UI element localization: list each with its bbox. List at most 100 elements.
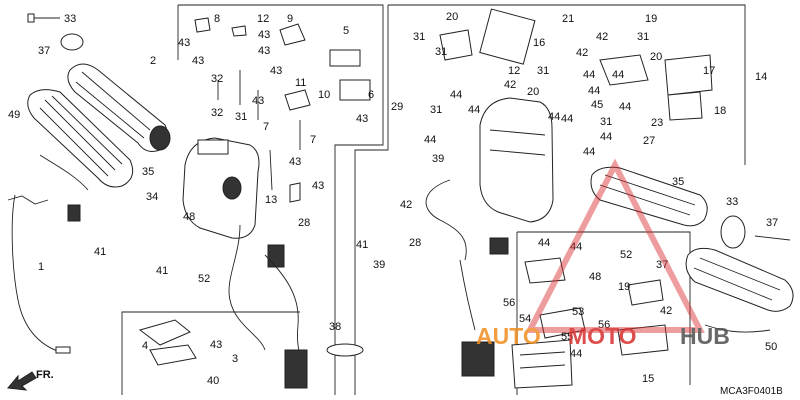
callout-47j: 44 xyxy=(561,113,573,125)
callout-48b: 48 xyxy=(589,271,601,283)
callout-26: 21 xyxy=(562,13,574,25)
callout-42: 39 xyxy=(373,259,385,271)
callout-28: 27 xyxy=(643,135,655,147)
callout-37: 37 xyxy=(38,45,50,57)
callout-49: 49 xyxy=(8,109,20,121)
callout-50: 50 xyxy=(765,341,777,353)
callout-47n: 44 xyxy=(570,348,582,360)
callout-44b: 42 xyxy=(504,79,516,91)
callout-39: 37 xyxy=(656,259,668,271)
callout-47c: 44 xyxy=(588,85,600,97)
callout-31: 32 xyxy=(211,107,223,119)
callout-32d: 31 xyxy=(435,46,447,58)
callout-labels: 37 33 49 35 34 1 2 8 12 9 5 6 10 11 43 4… xyxy=(8,11,778,387)
callout-32e: 31 xyxy=(537,65,549,77)
direction-label: FR. xyxy=(36,369,54,381)
watermark-part-2: MOTO xyxy=(568,323,637,349)
callout-56: 56 xyxy=(598,319,610,331)
callout-41b: 41 xyxy=(156,265,168,277)
callout-34: 34 xyxy=(146,191,158,203)
callout-37b: 37 xyxy=(766,217,778,229)
callout-48: 48 xyxy=(183,211,195,223)
callout-29: 29 xyxy=(391,101,403,113)
callout-2: 2 xyxy=(150,55,156,67)
callout-45i: 43 xyxy=(252,95,264,107)
callout-4: 4 xyxy=(142,340,148,352)
callout-10: 10 xyxy=(318,89,330,101)
callout-44: 42 xyxy=(596,31,608,43)
callout-32: 31 xyxy=(235,111,247,123)
callout-7b: 7 xyxy=(310,134,316,146)
callout-12b: 12 xyxy=(508,65,520,77)
callout-8: 8 xyxy=(214,13,220,25)
diagram-code: MCA3F0401B xyxy=(720,386,783,397)
callout-45h: 43 xyxy=(312,180,324,192)
callout-47b: 44 xyxy=(612,69,624,81)
callout-47f: 44 xyxy=(583,146,595,158)
callout-32b: 31 xyxy=(637,31,649,43)
callout-40: 40 xyxy=(207,375,219,387)
watermark: AUTO MOTO HUB xyxy=(476,158,730,349)
callout-32g: 31 xyxy=(430,104,442,116)
callout-18: 18 xyxy=(714,105,726,117)
callout-33: 33 xyxy=(64,13,76,25)
watermark-part-3: HUB xyxy=(680,323,730,349)
right-grip-assembly xyxy=(590,166,794,333)
callout-44e: 42 xyxy=(660,305,672,317)
right-switch-subassembly xyxy=(511,257,669,389)
callout-11: 11 xyxy=(295,77,306,89)
callout-13: 13 xyxy=(265,194,277,206)
callout-47k: 44 xyxy=(424,134,436,146)
callout-17: 17 xyxy=(703,65,715,77)
callout-27b: 28 xyxy=(409,237,421,249)
callout-12: 12 xyxy=(257,13,269,25)
section-frames xyxy=(121,4,746,395)
callout-16: 16 xyxy=(533,37,545,49)
callout-5: 5 xyxy=(343,25,349,37)
callout-41c: 41 xyxy=(356,239,368,251)
callout-47g: 44 xyxy=(450,89,462,101)
callout-19: 19 xyxy=(618,281,630,293)
callout-44c: 42 xyxy=(576,47,588,59)
callout-43: 39 xyxy=(432,153,444,165)
callout-1: 1 xyxy=(38,261,44,273)
callout-15: 15 xyxy=(642,373,654,385)
callout-45c: 43 xyxy=(258,29,270,41)
watermark-logo-icon xyxy=(525,158,705,333)
callout-20: 20 xyxy=(527,86,539,98)
callout-47d: 44 xyxy=(619,101,631,113)
callout-33b: 33 xyxy=(726,196,738,208)
callout-45d: 43 xyxy=(258,45,270,57)
callout-9: 9 xyxy=(287,13,293,25)
callout-35: 35 xyxy=(142,166,154,178)
callout-44d: 42 xyxy=(400,199,412,211)
watermark-part-1: AUTO xyxy=(476,323,541,349)
left-switch-housing xyxy=(138,137,364,389)
callout-36: 35 xyxy=(672,176,684,188)
callout-45j: 43 xyxy=(210,339,222,351)
arrow-icon xyxy=(7,371,37,391)
callout-14: 14 xyxy=(755,71,767,83)
callout-32f: 31 xyxy=(600,116,612,128)
callout-52: 53 xyxy=(572,306,584,318)
callout-45f: 43 xyxy=(356,113,368,125)
callout-31a: 32 xyxy=(211,73,223,85)
callout-24: 23 xyxy=(651,117,663,129)
callout-47m: 44 xyxy=(570,241,582,253)
callout-46: 45 xyxy=(591,99,603,111)
callout-54: 55 xyxy=(561,331,573,343)
callout-47: 44 xyxy=(583,69,595,81)
callout-32c: 31 xyxy=(413,31,425,43)
callout-45e: 43 xyxy=(270,65,282,77)
callout-22: 19 xyxy=(645,13,657,25)
callout-3: 3 xyxy=(232,353,238,365)
callout-21: 20 xyxy=(446,11,458,23)
callout-55: 56 xyxy=(503,297,515,309)
callout-47e: 44 xyxy=(600,131,612,143)
callout-38: 38 xyxy=(329,321,341,333)
callout-47i: 44 xyxy=(548,111,560,123)
left-grip-assembly xyxy=(7,13,171,354)
right-switch-housing xyxy=(425,8,713,377)
callout-47h: 44 xyxy=(468,104,480,116)
